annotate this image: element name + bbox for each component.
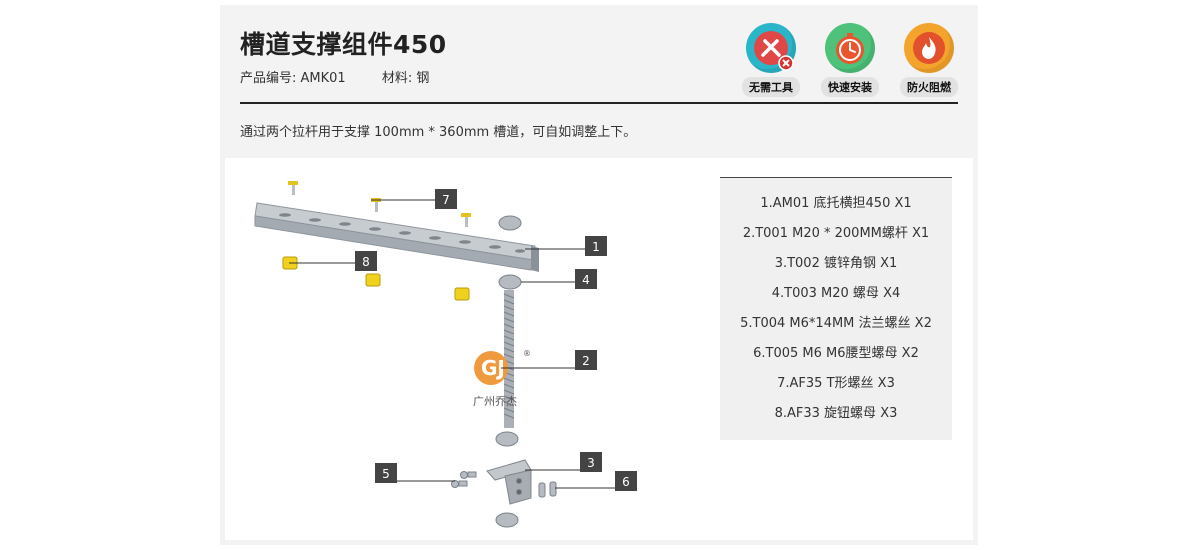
parts-list-item: 5.T004 M6*14MM 法兰螺丝 X2 [740,316,932,331]
callout-5: 5 [382,467,390,481]
callout-leaders [289,199,615,489]
badge-label: 防火阻燃 [900,77,958,97]
parts-list-item: 7.AF35 T形螺丝 X3 [777,376,895,391]
product-code: 产品编号: AMK01 [240,71,346,86]
angle-bracket [486,459,532,505]
header-divider [240,102,958,104]
brand-logo: GJ ® 广州乔杰 [473,349,531,408]
product-material: 材料: 钢 [381,71,430,86]
diagram-panel: GJ ® 广州乔杰 7 1 8 [225,158,973,540]
callout-6: 6 [622,475,630,489]
callout-3: 3 [587,456,595,470]
callout-4: 4 [582,273,590,287]
flange-screws [451,471,477,488]
callout-2: 2 [582,354,590,368]
exploded-diagram: GJ ® 广州乔杰 7 1 8 [254,181,637,528]
product-title: 槽道支撑组件450 [240,30,447,59]
threaded-rod [503,290,515,428]
badge-fire-retardant: 防火阻燃 [895,23,963,97]
callout-8: 8 [362,255,370,269]
badge-no-tools: 无需工具 [737,23,805,97]
hex-nuts [495,215,522,528]
parts-list-item: 1.AM01 底托横担450 X1 [760,196,912,211]
badge-quick-install: 快速安装 [816,23,884,97]
product-card: 槽道支撑组件450 产品编号: AMK01 材料: 钢 无需工具 [220,5,978,545]
parts-list-item: 3.T002 镀锌角钢 X1 [774,256,898,271]
callout-1: 1 [592,240,600,254]
parts-list-item: 2.T001 M20 * 200MM螺杆 X1 [742,226,930,241]
badge-label: 快速安装 [821,77,879,97]
fire-retardant-icon [904,23,954,73]
badge-label: 无需工具 [742,77,800,97]
logo-text: 广州乔杰 [473,395,517,408]
parts-list-item: 6.T005 M6 M6腰型螺母 X2 [753,346,919,361]
callout-7: 7 [442,193,450,207]
no-tools-icon [746,23,796,73]
registered-mark: ® [523,349,531,358]
parts-list-item: 4.T003 M20 螺母 X4 [771,286,901,301]
quick-install-icon [825,23,875,73]
feature-badges: 无需工具 快速安装 防火阻燃 [737,23,963,103]
product-description: 通过两个拉杆用于支撑 100mm * 360mm 槽道，可自如调整上下。 [240,125,637,140]
parts-list-item: 8.AF33 旋钮螺母 X3 [774,406,898,421]
product-meta: 产品编号: AMK01 材料: 钢 [240,67,461,86]
parts-list: 1.AM01 底托横担450 X1 2.T001 M20 * 200MM螺杆 X… [720,177,952,440]
waist-nuts [538,481,557,498]
logo-letters: GJ [481,356,505,380]
channel-part [254,202,539,272]
callout-boxes: 7 1 8 4 2 3 5 6 [355,189,637,491]
